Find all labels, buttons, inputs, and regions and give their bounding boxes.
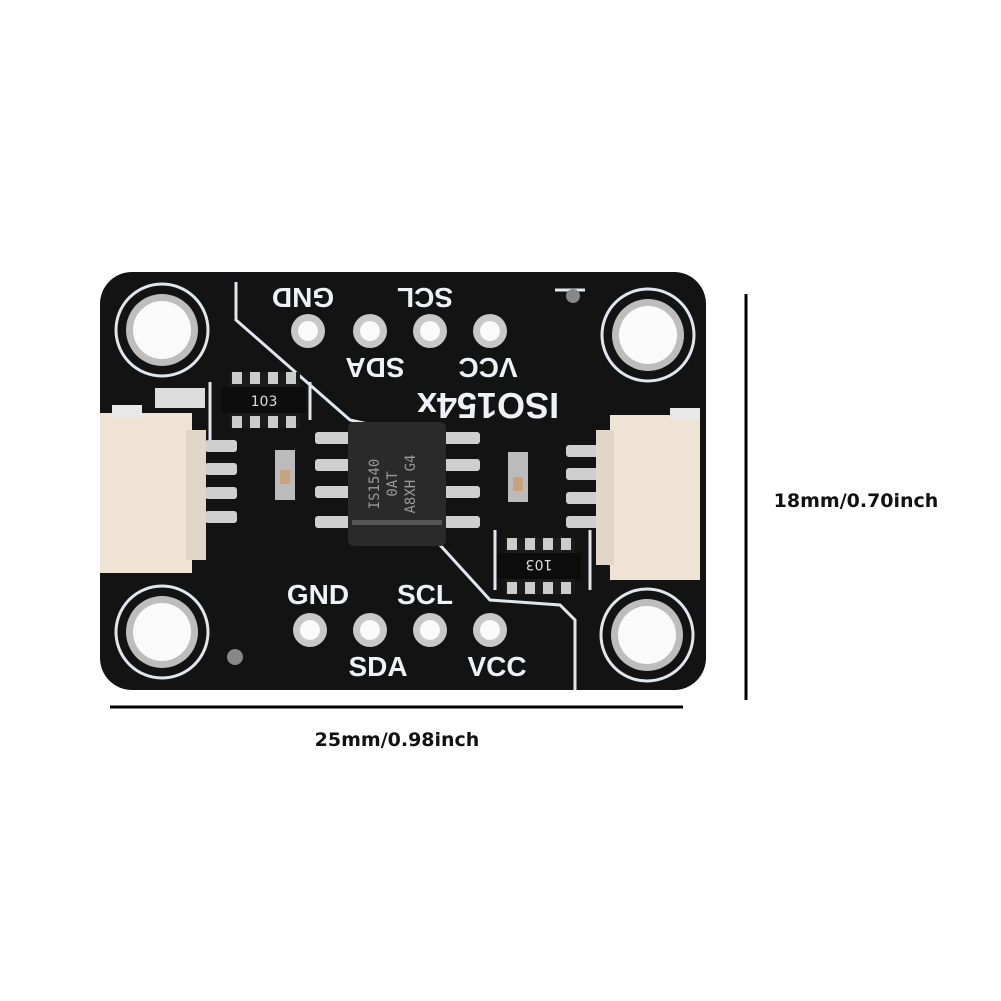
mounting-holes — [114, 282, 696, 683]
chip-marking-3: A8XH G4 — [403, 454, 419, 513]
bottom-label-gnd: GND — [287, 579, 349, 610]
led — [155, 388, 205, 408]
top-label-vcc: VCC — [458, 352, 517, 383]
resistor-label-top: 103 — [251, 394, 278, 410]
isolator-chip: IS1540 0AT A8XH G4 — [348, 422, 446, 546]
board-title: ISO154x — [417, 385, 559, 426]
chip-marking-1: IS1540 — [367, 459, 383, 510]
top-label-sda: SDA — [345, 352, 404, 383]
resistor-array-bottom: 103 — [497, 538, 581, 594]
header-pads — [291, 314, 507, 647]
resistor-array-top: 103 — [222, 372, 306, 428]
bottom-label-sda: SDA — [348, 651, 407, 682]
connector-left — [100, 405, 206, 573]
chip-pins — [315, 432, 480, 528]
connector-right — [596, 408, 700, 580]
bottom-label-scl: SCL — [397, 579, 453, 610]
width-label: 25mm/0.98inch — [315, 729, 480, 751]
resistor-label-bottom: 103 — [526, 556, 553, 572]
chip-marking-2: 0AT — [385, 471, 401, 497]
top-label-gnd: GND — [272, 282, 334, 313]
bottom-label-vcc: VCC — [467, 651, 526, 682]
connector-pads — [205, 440, 598, 528]
height-label: 18mm/0.70inch — [774, 490, 939, 512]
top-label-scl: SCL — [397, 282, 453, 313]
